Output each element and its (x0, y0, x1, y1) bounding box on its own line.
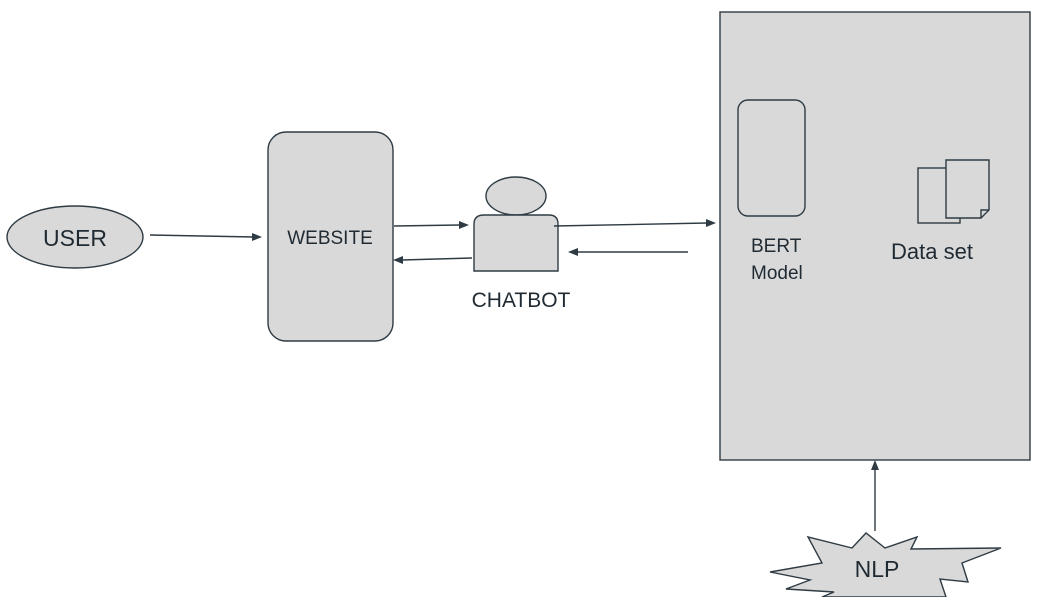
bert-model-label-line2: Model (751, 263, 803, 284)
user-node (6, 205, 144, 269)
website-node (267, 131, 394, 342)
chatbot-person-icon (473, 176, 559, 272)
user-label: USER (43, 225, 107, 251)
arrow-nlp-to-panel (871, 460, 879, 531)
chatbot-label: CHATBOT (472, 289, 571, 312)
website-label: WEBSITE (287, 228, 373, 249)
nlp-label: NLP (855, 556, 900, 582)
arrow-website-to-chatbot (393, 221, 469, 229)
arrow-panel-to-chatbot (568, 248, 688, 256)
arrow-user-to-website (149, 233, 262, 241)
system-panel (719, 11, 1031, 461)
nlp-starburst (769, 532, 1002, 597)
dataset-documents-icon (917, 159, 990, 224)
bert-model-label-line1: BERT (751, 236, 802, 257)
arrow-chatbot-to-panel (553, 219, 716, 227)
bert-model-icon (737, 99, 806, 217)
arrow-chatbot-to-website (393, 256, 473, 264)
dataset-label: Data set (891, 239, 973, 264)
